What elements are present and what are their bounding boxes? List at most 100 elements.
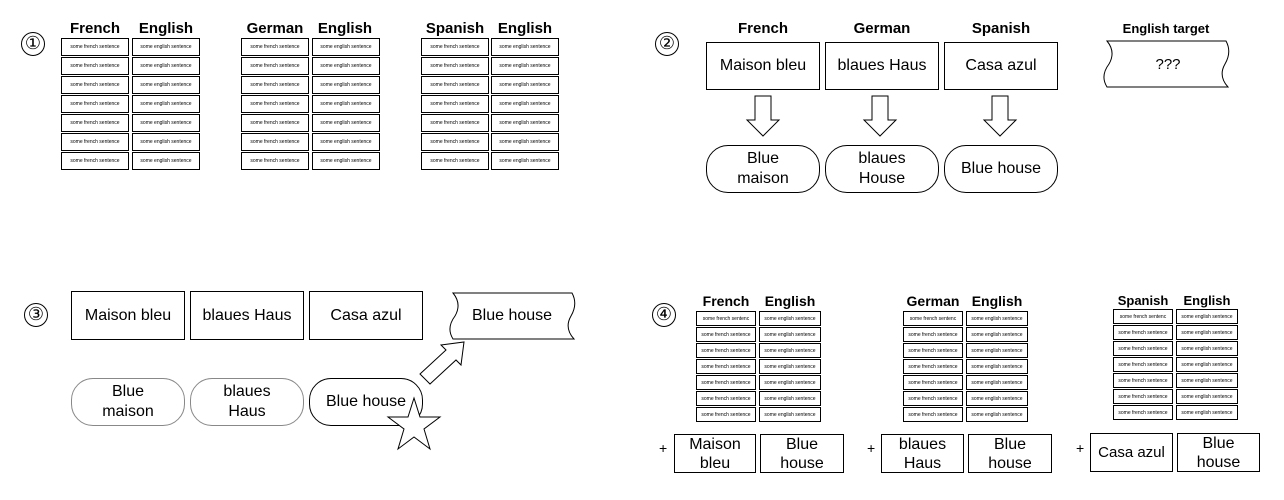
- table-cell: some english sentence: [759, 311, 821, 326]
- added-english-box: Blue house: [760, 434, 844, 473]
- table-cell: some french sentence: [1113, 389, 1173, 404]
- star-icon: [386, 396, 442, 451]
- output-pill-french: Blue maison: [706, 145, 820, 193]
- table-cell: some english sentence: [312, 152, 380, 170]
- english-column: some english sentence some english sente…: [1176, 309, 1238, 420]
- column-header: English: [497, 20, 553, 37]
- target-value: ???: [1155, 55, 1181, 73]
- column-header: Spanish: [971, 20, 1031, 37]
- table-cell: some french sentence: [241, 57, 309, 75]
- table-cell: some french sentence: [61, 152, 129, 170]
- plus-sign: +: [867, 440, 876, 456]
- table-cell: some french sentence: [696, 375, 756, 390]
- plus-sign: +: [1076, 440, 1085, 456]
- table-cell: some english sentence: [132, 95, 200, 113]
- table-cell: some english sentence: [759, 359, 821, 374]
- step-3-badge: ③: [24, 303, 48, 327]
- table-cell: some english sentence: [966, 327, 1028, 342]
- table-cell: some french sentenc: [903, 311, 963, 326]
- output-pill-german: blaues House: [825, 145, 939, 193]
- table-cell: some english sentence: [132, 152, 200, 170]
- source-column: some french sentenc some french sentence…: [696, 311, 756, 422]
- added-source-box: Maison bleu: [674, 434, 756, 473]
- table-cell: some french sentence: [903, 375, 963, 390]
- added-source-box: Casa azul: [1090, 433, 1173, 472]
- source-box-spanish: Casa azul: [944, 42, 1058, 90]
- output-pill-spanish-selected: Blue house: [309, 378, 423, 426]
- column-header: German: [246, 20, 304, 37]
- table-cell: some english sentence: [1176, 405, 1238, 420]
- added-english-box: Blue house: [968, 434, 1052, 473]
- table-cell: some english sentence: [312, 114, 380, 132]
- table-cell: some english sentence: [491, 114, 559, 132]
- table-cell: some french sentence: [61, 95, 129, 113]
- table-cell: some english sentence: [312, 133, 380, 151]
- table-cell: some french sentence: [421, 57, 489, 75]
- table-cell: some english sentence: [759, 343, 821, 358]
- step-2-badge: ②: [655, 32, 679, 56]
- table-cell: some english sentence: [312, 57, 380, 75]
- table-cell: some french sentence: [241, 152, 309, 170]
- table-cell: some french sentence: [61, 133, 129, 151]
- table-cell: some french sentence: [241, 114, 309, 132]
- table-cell: some french sentence: [61, 114, 129, 132]
- english-column: some english sentence some english sente…: [966, 311, 1028, 422]
- table-cell: some english sentence: [966, 359, 1028, 374]
- table-cell: some english sentence: [1176, 357, 1238, 372]
- table-cell: some french sentence: [1113, 357, 1173, 372]
- table-cell: some french sentence: [903, 407, 963, 422]
- table-cell: some english sentence: [1176, 373, 1238, 388]
- table-cell: some french sentence: [903, 359, 963, 374]
- table-cell: some english sentence: [759, 391, 821, 406]
- table-cell: some english sentence: [1176, 309, 1238, 324]
- output-pill-spanish: Blue house: [944, 145, 1058, 193]
- source-box-spanish: Casa azul: [309, 291, 423, 340]
- table-cell: some french sentence: [241, 133, 309, 151]
- step-1-badge: ①: [21, 32, 45, 56]
- table-cell: some french sentence: [421, 152, 489, 170]
- table-cell: some english sentence: [759, 327, 821, 342]
- column-header: English: [971, 293, 1023, 309]
- target-label: English target: [1122, 21, 1210, 36]
- added-english-box: Blue house: [1177, 433, 1260, 472]
- table-cell: some english sentence: [759, 375, 821, 390]
- table-cell: some french sentence: [241, 95, 309, 113]
- table-cell: some english sentence: [966, 311, 1028, 326]
- table-cell: some french sentence: [903, 343, 963, 358]
- table-cell: some english sentence: [312, 95, 380, 113]
- table-cell: some french sentence: [696, 327, 756, 342]
- table-cell: some french sentence: [696, 391, 756, 406]
- table-cell: some english sentence: [491, 133, 559, 151]
- column-header: German: [906, 293, 960, 309]
- column-header: French: [737, 20, 788, 37]
- table-cell: some french sentence: [421, 38, 489, 56]
- english-column: some english sentence some english sente…: [132, 38, 200, 170]
- table-cell: some english sentence: [966, 407, 1028, 422]
- source-column: some french sentenc some french sentence…: [1113, 309, 1173, 420]
- english-column: some english sentence some english sente…: [759, 311, 821, 422]
- table-cell: some french sentence: [421, 114, 489, 132]
- target-value: Blue house: [471, 307, 553, 324]
- table-cell: some french sentence: [1113, 341, 1173, 356]
- target-banner-icon: [1103, 40, 1230, 88]
- down-arrow-icon: [745, 95, 781, 137]
- table-cell: some english sentence: [491, 38, 559, 56]
- target-banner-icon: [449, 292, 576, 340]
- table-cell: some english sentence: [132, 114, 200, 132]
- table-cell: some english sentence: [491, 57, 559, 75]
- table-cell: some english sentence: [759, 407, 821, 422]
- table-cell: some english sentence: [1176, 389, 1238, 404]
- table-cell: some english sentence: [966, 375, 1028, 390]
- column-header: Spanish: [1117, 293, 1169, 308]
- source-column: some french sentence some french sentenc…: [61, 38, 129, 170]
- down-arrow-icon: [982, 95, 1018, 137]
- table-cell: some french sentence: [421, 76, 489, 94]
- table-cell: some french sentence: [61, 76, 129, 94]
- source-box-french: Maison bleu: [71, 291, 185, 340]
- column-header: English: [764, 293, 816, 309]
- table-cell: some english sentence: [1176, 341, 1238, 356]
- table-cell: some english sentence: [1176, 325, 1238, 340]
- column-header: English: [317, 20, 373, 37]
- column-header: French: [69, 20, 120, 37]
- column-header: English: [138, 20, 194, 37]
